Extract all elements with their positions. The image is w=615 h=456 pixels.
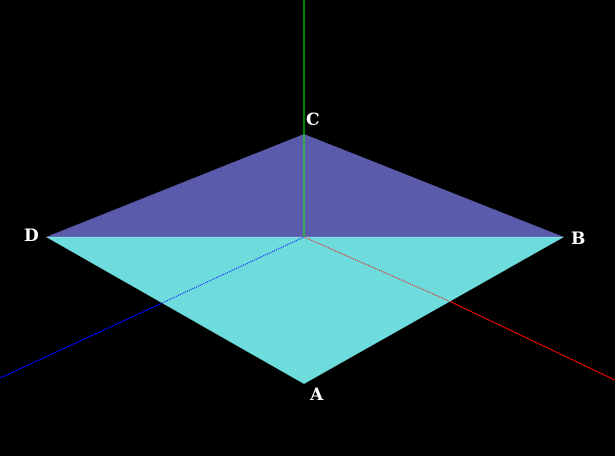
z-axis-line-on-plane [159, 236, 305, 305]
front-face-triangle [46, 237, 564, 384]
z-axis-line-outer [0, 303, 161, 379]
x-axis-line-on-plane [303, 236, 450, 302]
vertex-label-c: C [306, 110, 320, 130]
back-face-triangle [46, 134, 564, 237]
vertex-label-b: B [571, 229, 585, 249]
vertex-label-d: D [24, 226, 39, 246]
x-axis-line-outer [448, 300, 615, 381]
vertex-label-a: A [309, 385, 324, 405]
